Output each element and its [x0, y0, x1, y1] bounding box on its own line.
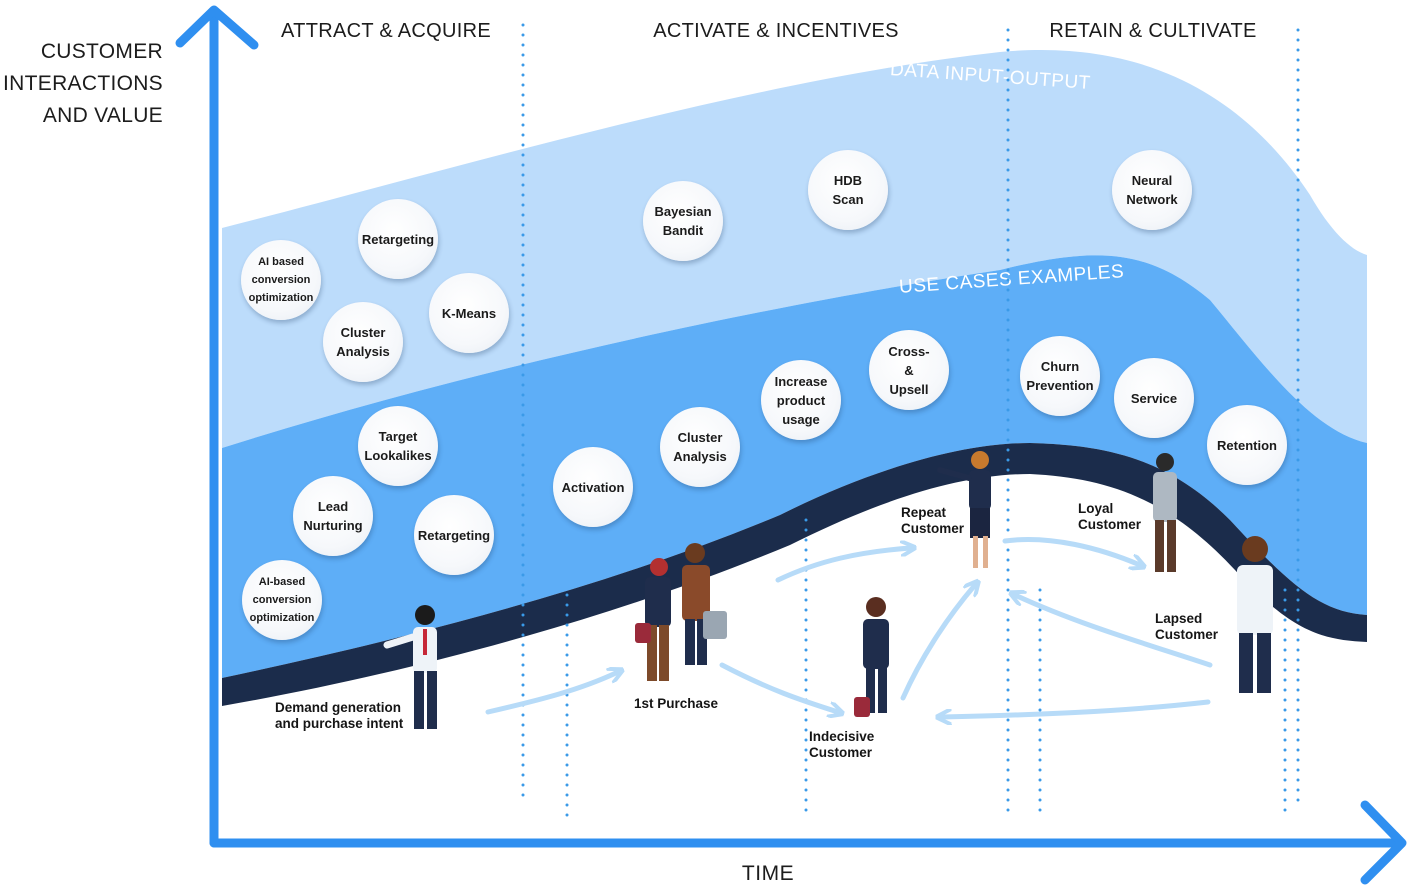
person-figure-repeat: [937, 451, 991, 568]
bubble-k-means: K-Means: [429, 273, 509, 353]
data-input-output-band: [222, 50, 1367, 448]
x-axis-label: TIME: [741, 862, 795, 885]
bubble-cluster-analysis-middle: Cluster Analysis: [660, 407, 740, 487]
person-figure-demand: [383, 605, 437, 729]
phase-retain-cultivate: RETAIN & CULTIVATE: [1049, 20, 1257, 42]
y-axis-label-line-2: INTERACTIONS: [3, 72, 163, 95]
stage-indecisive-customer: Indecisive Customer: [809, 729, 875, 760]
axes: [175, 5, 1407, 885]
bubble-ai-based-conversion-optimization-top: AI based conversion optimization: [241, 240, 321, 320]
y-axis-label-line-1: CUSTOMER: [40, 40, 163, 63]
stage-repeat-customer: Repeat Customer: [901, 505, 965, 536]
person-figure-loyal: [1153, 453, 1177, 572]
bubble-hdb-scan: HDB Scan: [808, 150, 888, 230]
stage-first-purchase: 1st Purchase: [634, 696, 719, 711]
bubble-cross-upsell: Cross- & Upsell: [869, 330, 949, 410]
bubble-target-lookalikes: Target Lookalikes: [358, 406, 438, 486]
bubble-activation: Activation: [553, 447, 633, 527]
bubble-retargeting-bottom: Retargeting: [414, 495, 494, 575]
stage-loyal-customer: Loyal Customer: [1078, 501, 1142, 532]
bubble-lead-nurturing: Lead Nurturing: [293, 476, 373, 556]
person-figure-first-purchase: [635, 543, 727, 681]
person-figure-indecisive: [854, 597, 889, 717]
bubble-service: Service: [1114, 358, 1194, 438]
bubble-neural-network: Neural Network: [1112, 150, 1192, 230]
phase-activate-incentives: ACTIVATE & INCENTIVES: [653, 20, 899, 42]
bubble-retention: Retention: [1207, 405, 1287, 485]
bubble-increase-product-usage: Increase product usage: [761, 360, 841, 440]
customer-value-curve: [222, 443, 1367, 706]
y-axis-arrowhead: [175, 5, 259, 50]
bubble-ai-based-conversion-optimization-bottom: AI-based conversion optimization: [242, 560, 322, 640]
stage-lapsed-customer: Lapsed Customer: [1155, 611, 1219, 642]
bubble-churn-prevention: Churn Prevention: [1020, 336, 1100, 416]
bubble-bayesian-bandit: Bayesian Bandit: [643, 181, 723, 261]
y-axis-label-line-3: AND VALUE: [42, 104, 163, 127]
x-axis-arrowhead: [1360, 800, 1407, 885]
bubble-retargeting-top: Retargeting: [358, 199, 438, 279]
phase-attract-acquire: ATTRACT & ACQUIRE: [281, 20, 491, 42]
bubble-cluster-analysis-left: Cluster Analysis: [323, 302, 403, 382]
person-figure-lapsed: [1237, 536, 1273, 693]
stage-demand-generation: Demand generation and purchase intent: [275, 700, 404, 731]
flow-arrows: [485, 537, 1213, 717]
